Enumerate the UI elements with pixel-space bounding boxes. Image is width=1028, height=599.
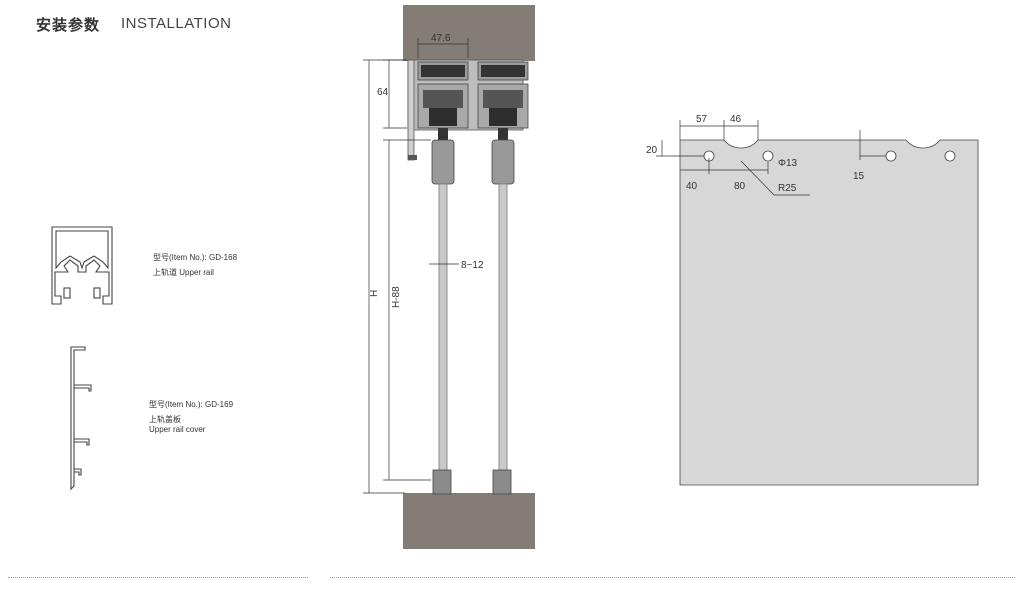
dim-width: 47.6 (431, 33, 451, 44)
dim-total: H (369, 290, 380, 297)
title-cn: 安装参数 (36, 17, 101, 34)
gd169-item-no: 型号(Item No.): GD-169 (149, 400, 234, 409)
hole-3 (885, 150, 897, 162)
gd168-name: 上轨道 Upper rail (153, 268, 214, 277)
dim-hole: Φ13 (778, 158, 798, 169)
dim-radius: R25 (778, 183, 797, 194)
dim-20: 20 (646, 145, 658, 156)
dim-glass: H-88 (391, 286, 402, 308)
gd168-item-no: 型号(Item No.): GD-168 (153, 253, 238, 262)
dim-height: 64 (377, 87, 389, 98)
upper-rail-profile (51, 226, 113, 305)
panel (679, 139, 979, 486)
upper-rail-cover-profile (70, 346, 92, 491)
dim-thickness: 8~12 (461, 260, 484, 271)
dim-40: 40 (686, 181, 698, 192)
rail-body (407, 59, 529, 161)
gd169-name-cn: 上轨盖板 (149, 415, 181, 424)
separator-right (330, 577, 1015, 578)
dim-46: 46 (730, 114, 742, 125)
panel-view: 57 46 20 40 80 Φ13 R25 15 (646, 114, 979, 486)
hole-4 (944, 150, 956, 162)
dim-57: 57 (696, 114, 708, 125)
dim-15: 15 (853, 171, 865, 182)
separator-left (8, 577, 308, 578)
dim-80: 80 (734, 181, 746, 192)
section-view: 47.6 64 H H-88 8~12 (363, 5, 535, 549)
floor-block (403, 493, 535, 549)
gd169-name-en: Upper rail cover (149, 425, 206, 434)
ceiling-block (403, 5, 535, 61)
hole-2 (762, 150, 774, 162)
glass-panels (431, 128, 515, 495)
title-en: INSTALLATION (121, 15, 232, 32)
